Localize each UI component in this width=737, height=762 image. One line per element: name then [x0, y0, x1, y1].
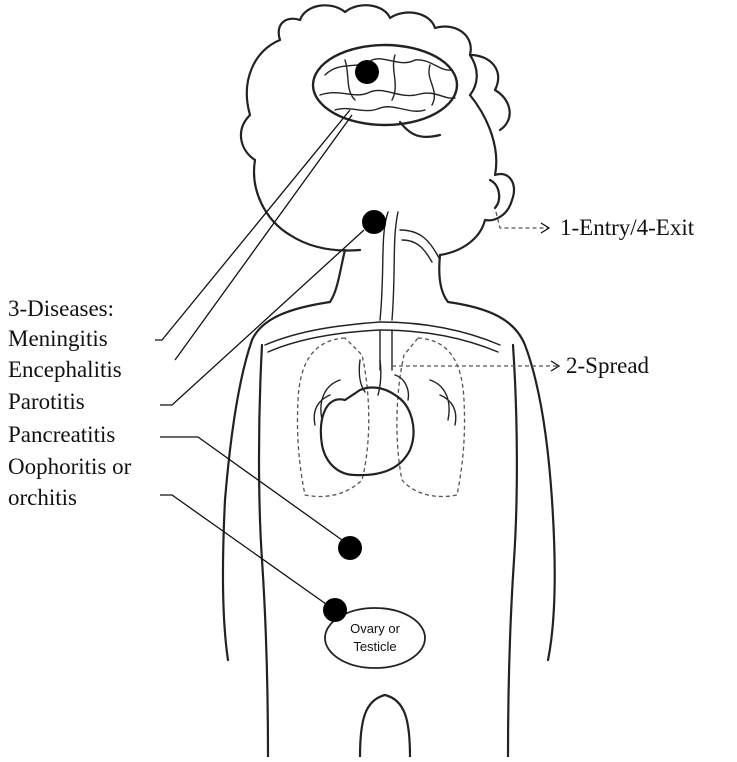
hair — [241, 5, 510, 160]
organ-label-line1: Ovary or — [350, 621, 401, 636]
label-encephalitis: Encephalitis — [8, 357, 122, 382]
legs — [360, 695, 410, 757]
marker-parotid — [362, 210, 386, 234]
ear — [490, 180, 499, 208]
label-meningitis: Meningitis — [8, 326, 108, 351]
label-oophoritis-line1: Oophoritis or — [8, 454, 132, 479]
great-vessels — [265, 322, 500, 370]
left-lung — [297, 338, 368, 497]
label-parotitis: Parotitis — [8, 389, 85, 414]
torso — [223, 302, 555, 757]
label-oophoritis-line2: orchitis — [8, 485, 77, 510]
label-pancreatitis: Pancreatitis — [8, 422, 115, 447]
label-diseases-header: 3-Diseases: — [8, 296, 114, 321]
heart-icon — [321, 360, 414, 475]
right-lung — [397, 338, 465, 497]
label-entry-exit: 1-Entry/4-Exit — [560, 215, 695, 240]
brain-icon — [313, 45, 457, 137]
label-spread: 2-Spread — [566, 353, 650, 378]
marker-brain — [355, 60, 379, 84]
neck — [330, 250, 448, 302]
marker-gonad — [323, 598, 347, 622]
organ-label-line2: Testicle — [353, 639, 396, 654]
bronchi — [314, 380, 456, 425]
